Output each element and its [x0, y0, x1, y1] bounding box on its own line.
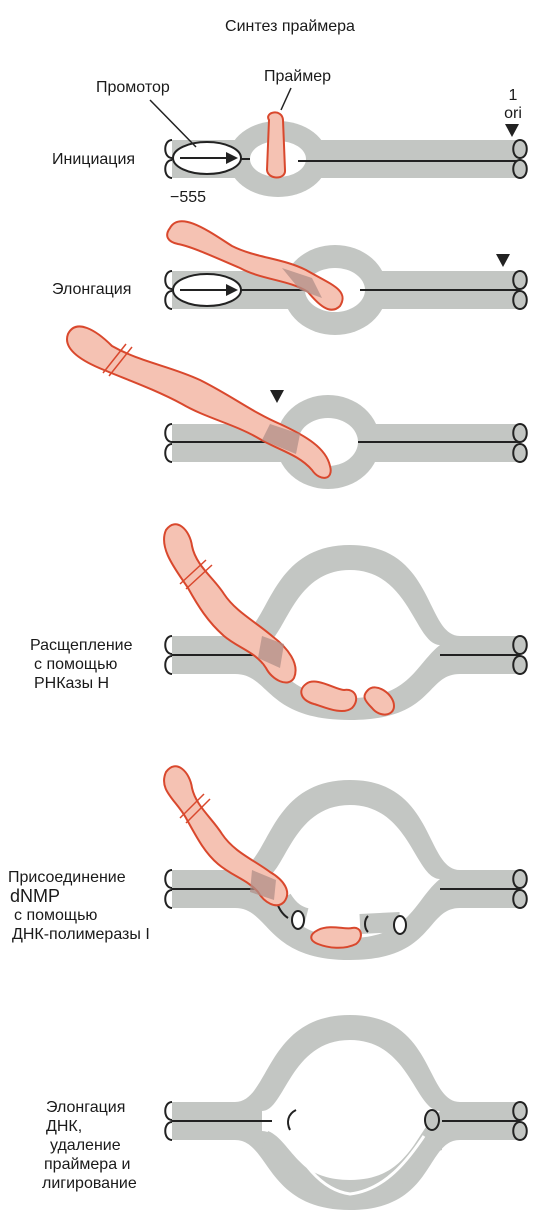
ori-marker [496, 254, 510, 267]
ori-marker [270, 390, 284, 403]
dna-bubble-ligation [165, 1015, 527, 1210]
promoter-shape [173, 274, 241, 306]
promoter-shape [173, 142, 241, 174]
primer-initiation [267, 112, 285, 177]
primer-pointer [281, 88, 291, 110]
promoter-pointer [150, 100, 196, 147]
rna-fragment [311, 927, 361, 948]
ori-marker [505, 124, 519, 137]
